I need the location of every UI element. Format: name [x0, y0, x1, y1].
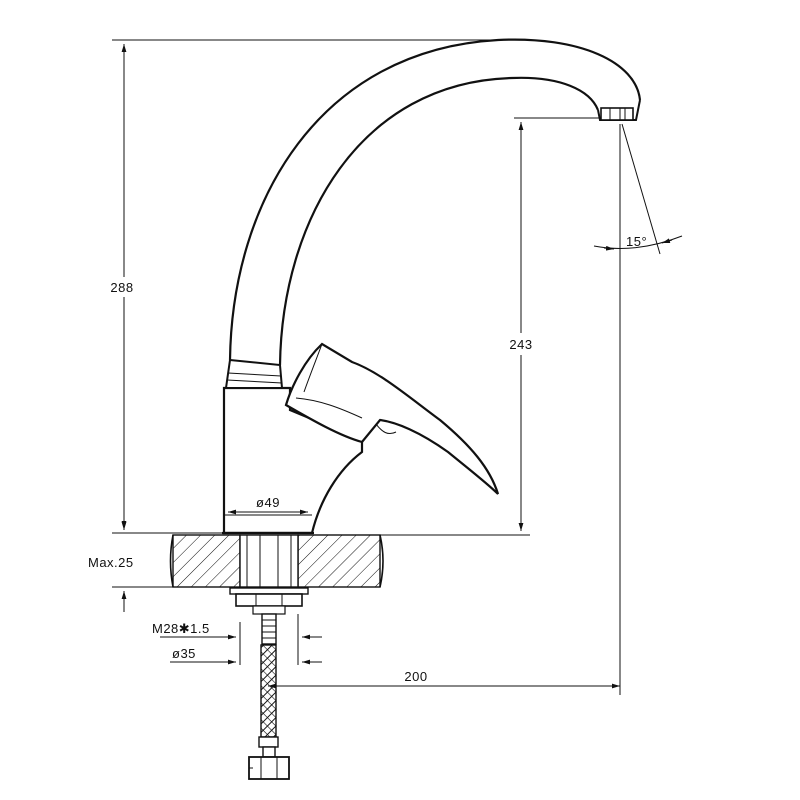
countertop-section	[169, 534, 384, 588]
dimension-total-height: 288	[100, 39, 500, 534]
braided-hose	[248, 644, 290, 780]
dimension-body-diameter: ø49	[228, 495, 308, 515]
dimension-spray-angle: 15°	[593, 123, 683, 255]
body-diameter-label: ø49	[256, 495, 280, 510]
spout-reach-label: 200	[404, 669, 427, 684]
dimension-spout-reach: 200	[268, 124, 621, 695]
thread-label: M28✱1.5	[152, 621, 210, 636]
max-countertop-label: Max.25	[88, 555, 134, 570]
lever-handle	[284, 342, 500, 495]
dimension-hole-diameter: ø35	[170, 646, 322, 665]
hole-diameter-label: ø35	[172, 646, 196, 661]
dimension-thread: M28✱1.5	[152, 614, 322, 665]
mounting-shank	[229, 534, 309, 645]
faucet-body	[222, 358, 364, 535]
dimension-spout-height: 243	[380, 117, 600, 536]
dimension-max-countertop: Max.25	[88, 510, 173, 612]
total-height-label: 288	[110, 280, 133, 295]
spout-height-label: 243	[509, 337, 532, 352]
spray-angle-label: 15°	[626, 234, 647, 249]
faucet-spout	[228, 38, 642, 366]
